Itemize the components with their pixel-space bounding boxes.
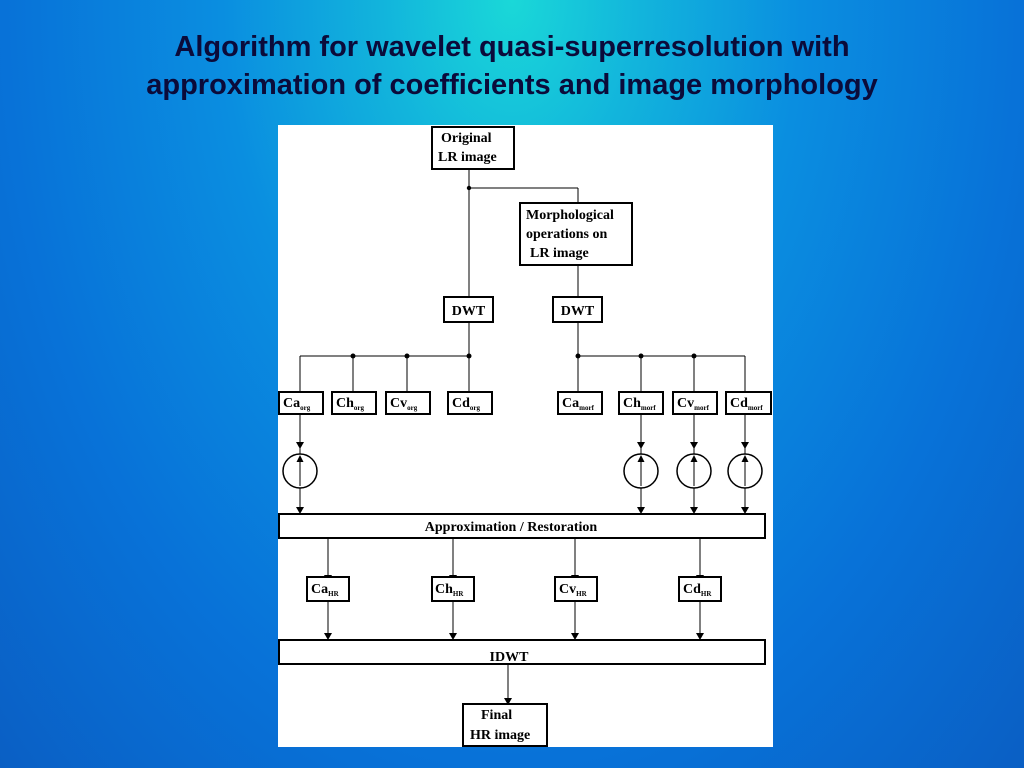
idwt-label: IDWT xyxy=(490,650,530,665)
svg-text:Cvmorf: Cvmorf xyxy=(677,396,710,412)
coef-morf-ca: Camorf xyxy=(557,391,603,415)
svg-text:Cdorg: Cdorg xyxy=(452,396,481,412)
coef-hr-cv: CvHR xyxy=(554,576,598,602)
svg-text:CdHR: CdHR xyxy=(683,582,712,598)
idwt-box: IDWT xyxy=(278,639,766,665)
morphological-operations-box: Morphological operations on LR image xyxy=(519,202,633,266)
title-line-2: approximation of coefficients and image … xyxy=(146,69,878,101)
dwt-right-label: DWT xyxy=(561,304,595,319)
final-hr-image-box: Final HR image xyxy=(462,703,548,747)
svg-text:CvHR: CvHR xyxy=(559,582,588,598)
coef-morf-cv-sub: morf xyxy=(694,404,709,412)
upsample-icon xyxy=(727,453,763,489)
original-lr-image-box: Original LR image xyxy=(431,126,515,170)
coef-morf-cd: Cdmorf xyxy=(725,391,772,415)
coef-hr-cd-main: Cd xyxy=(683,582,701,597)
coef-org-cd-sub: org xyxy=(470,404,481,412)
coef-hr-ch-sub: HR xyxy=(453,590,464,598)
approximation-restoration-box: Approximation / Restoration xyxy=(278,513,766,539)
svg-text:Cvorg: Cvorg xyxy=(390,396,418,412)
coef-hr-ch-main: Ch xyxy=(435,582,453,597)
coef-hr-ca: CaHR xyxy=(306,576,350,602)
coef-org-ca: Caorg xyxy=(278,391,324,415)
coef-org-ca-sub: org xyxy=(300,404,311,412)
diagram-panel: Original LR image Morphological operatio… xyxy=(278,125,773,747)
coef-hr-cd-sub: HR xyxy=(701,590,712,598)
svg-text:Chmorf: Chmorf xyxy=(623,396,656,412)
junction-dots xyxy=(350,185,697,359)
dwt-left-label: DWT xyxy=(452,304,486,319)
svg-text:CaHR: CaHR xyxy=(311,582,340,598)
coef-org-ch: Chorg xyxy=(331,391,377,415)
original-label-line-2: LR image xyxy=(438,150,497,165)
approximation-label: Approximation / Restoration xyxy=(425,520,598,535)
final-label-line-1: Final xyxy=(481,708,512,723)
coef-hr-cv-main: Cv xyxy=(559,582,576,597)
coef-morf-cv-main: Cv xyxy=(677,396,694,411)
svg-text:Camorf: Camorf xyxy=(562,396,595,412)
coef-morf-ch-main: Ch xyxy=(623,396,641,411)
coef-morf-ch-sub: morf xyxy=(641,404,656,412)
coef-org-cv-main: Cv xyxy=(390,396,407,411)
coef-org-cd: Cdorg xyxy=(447,391,493,415)
coef-org-cv: Cvorg xyxy=(385,391,431,415)
svg-text:ChHR: ChHR xyxy=(435,582,464,598)
morph-label-line-2: operations on xyxy=(526,227,608,242)
slide-title: Algorithm for wavelet quasi-superresolut… xyxy=(0,28,1024,104)
upsampling-operators xyxy=(282,453,763,489)
coef-hr-cd: CdHR xyxy=(678,576,722,602)
morph-label-line-1: Morphological xyxy=(526,208,614,223)
coef-org-cd-main: Cd xyxy=(452,396,470,411)
original-label-line-1: Original xyxy=(441,131,492,146)
coef-org-ch-main: Ch xyxy=(336,396,354,411)
coef-morf-ca-sub: morf xyxy=(579,404,594,412)
upsample-icon xyxy=(676,453,712,489)
morph-label-line-3: LR image xyxy=(530,246,589,261)
coef-morf-cd-sub: morf xyxy=(748,404,763,412)
arrowheads xyxy=(296,202,749,705)
coef-morf-ca-main: Ca xyxy=(562,396,579,411)
coef-morf-cv: Cvmorf xyxy=(672,391,718,415)
coef-morf-ch: Chmorf xyxy=(618,391,664,415)
svg-text:Caorg: Caorg xyxy=(283,396,311,412)
coef-morf-cd-main: Cd xyxy=(730,396,748,411)
upsample-icon xyxy=(623,453,659,489)
title-line-1: Algorithm for wavelet quasi-superresolut… xyxy=(174,31,850,63)
coef-hr-ca-sub: HR xyxy=(328,590,339,598)
coef-org-cv-sub: org xyxy=(407,404,418,412)
coef-hr-ca-main: Ca xyxy=(311,582,328,597)
svg-text:Chorg: Chorg xyxy=(336,396,365,412)
coef-hr-cv-sub: HR xyxy=(576,590,587,598)
dwt-right-box: DWT xyxy=(552,296,603,323)
flowchart: Original LR image Morphological operatio… xyxy=(278,126,772,747)
coef-hr-ch: ChHR xyxy=(431,576,475,602)
final-label-line-2: HR image xyxy=(470,728,530,743)
upsample-icon xyxy=(282,453,318,489)
coef-org-ch-sub: org xyxy=(354,404,365,412)
dwt-left-box: DWT xyxy=(443,296,494,323)
coef-org-ca-main: Ca xyxy=(283,396,300,411)
svg-text:Cdmorf: Cdmorf xyxy=(730,396,763,412)
